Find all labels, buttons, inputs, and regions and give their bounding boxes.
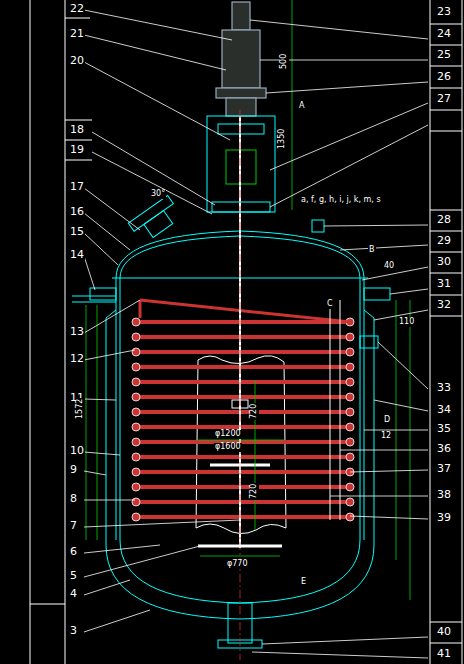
callout-number: 13 — [69, 326, 85, 338]
dimension-text: 720 — [250, 483, 259, 500]
callout-number: 34 — [436, 404, 452, 416]
dimension-text: C — [326, 300, 334, 309]
callout-number: 19 — [69, 144, 85, 156]
callout-number: 36 — [436, 443, 452, 455]
callout-number: 31 — [436, 278, 452, 290]
callout-number: 6 — [69, 546, 78, 558]
callout-number: 9 — [69, 464, 78, 476]
dimension-text: 110 — [398, 318, 415, 327]
dimension-text: D — [383, 416, 391, 425]
callout-number: 37 — [436, 463, 452, 475]
callout-number: 15 — [69, 226, 85, 238]
callout-number: 23 — [436, 6, 452, 18]
callout-number: 16 — [69, 206, 85, 218]
dimension-text: 40 — [383, 262, 395, 271]
dimension-text: B — [368, 246, 376, 255]
dimension-text: 1350 — [278, 128, 287, 150]
callout-number: 14 — [69, 249, 85, 261]
callout-number: 33 — [436, 382, 452, 394]
callout-number: 40 — [436, 626, 452, 638]
callout-number: 27 — [436, 93, 452, 105]
callout-number: 39 — [436, 512, 452, 524]
callout-number: 26 — [436, 71, 452, 83]
callout-number: 18 — [69, 124, 85, 136]
dimension-text: φ1200 — [214, 430, 242, 439]
callout-number: 8 — [69, 493, 78, 505]
callout-number: 38 — [436, 489, 452, 501]
callout-number: 35 — [436, 423, 452, 435]
callout-number: 29 — [436, 235, 452, 247]
callout-number: 12 — [69, 353, 85, 365]
callout-number: 24 — [436, 28, 452, 40]
callout-number: 28 — [436, 214, 452, 226]
callout-number: 22 — [69, 3, 85, 15]
dimension-text: 1572 — [76, 398, 85, 420]
dimension-text: 500 — [280, 53, 289, 70]
callout-number: 17 — [69, 181, 85, 193]
dimension-text: E — [300, 578, 307, 587]
dimension-text: a, f, g, h, i, j, k, m, s — [300, 196, 382, 205]
callout-number: 20 — [69, 55, 85, 67]
dimension-text: 12 — [380, 432, 392, 441]
dimension-text: φ770 — [226, 560, 249, 569]
callout-number: 30 — [436, 256, 452, 268]
callout-number: 41 — [436, 648, 452, 660]
callout-number: 5 — [69, 570, 78, 582]
dimension-text: 30° — [150, 190, 166, 199]
callout-number: 25 — [436, 49, 452, 61]
callout-number: 4 — [69, 588, 78, 600]
dimension-text: A — [298, 102, 305, 111]
callout-number: 7 — [69, 520, 78, 532]
callout-number: 10 — [69, 445, 85, 457]
dimension-text: 720 — [250, 403, 259, 420]
callout-number: 3 — [69, 625, 78, 637]
dimension-text: φ1600 — [214, 443, 242, 452]
callout-number: 32 — [436, 299, 452, 311]
callout-number: 21 — [69, 28, 85, 40]
